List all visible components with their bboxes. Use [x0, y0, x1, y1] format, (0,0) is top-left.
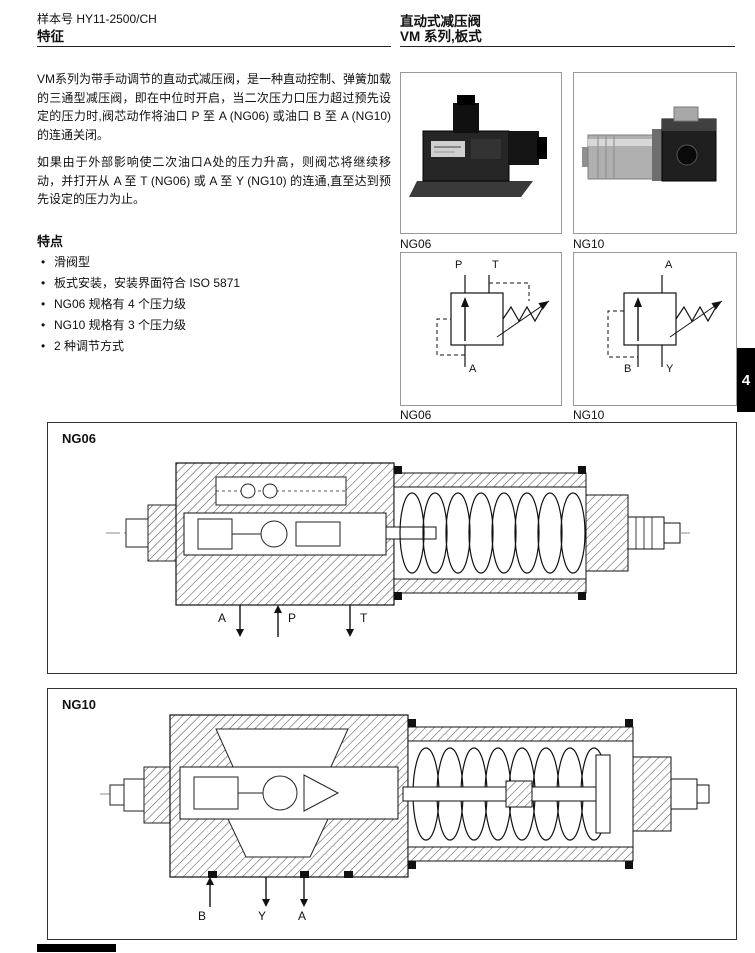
feature-item: 板式安装，安装界面符合 ISO 5871 — [40, 273, 390, 294]
ng06-symbol-port-a: A — [469, 363, 477, 375]
doc-number: 样本号 HY11-2500/CH — [37, 12, 157, 26]
ng06-drawing-label: NG06 — [62, 431, 96, 446]
footer-bar — [37, 944, 116, 952]
intro-text: VM系列为带手动调节的直动式减压阀，是一种直动控制、弹簧加载的三通型减压阀，即在… — [37, 70, 391, 218]
ng06-symbol-caption: NG06 — [400, 408, 432, 422]
feature-item: 2 种调节方式 — [40, 336, 390, 357]
ng10-section-drawing — [100, 714, 710, 907]
page-section-tab: 4 — [737, 348, 755, 412]
ng10-photo — [573, 72, 737, 234]
ng10-symbol-drawing — [607, 275, 723, 367]
ng06-photo-image — [409, 95, 547, 197]
ng06-photo-caption: NG06 — [400, 237, 432, 251]
ng06-symbol-port-p: P — [455, 259, 463, 271]
header-rule-left — [37, 46, 391, 47]
ng10-photo-caption: NG10 — [573, 237, 605, 251]
features-list: 滑阀型 板式安装，安装界面符合 ISO 5871 NG06 规格有 4 个压力级… — [40, 252, 390, 357]
product-title: 直动式减压阀 — [400, 14, 481, 29]
ng06-photo — [400, 72, 562, 234]
ng10-symbol: A B Y — [573, 252, 737, 406]
ng06-section-box: NG06 A P T — [47, 422, 737, 674]
ng06-symbol-drawing — [436, 275, 550, 367]
features-title: 特点 — [37, 234, 64, 249]
intro-paragraph-2: 如果由于外部影响使二次油口A处的压力升高，则阀芯将继续移动，并打开从 A 至 T… — [37, 155, 391, 206]
ng06-symbol-port-t: T — [492, 259, 499, 271]
ng10-symbol-port-a: A — [665, 259, 673, 271]
ng10-section-box: NG10 B Y A — [47, 688, 737, 940]
product-series: VM 系列,板式 — [400, 29, 482, 44]
ng06-port-p-label: P — [288, 611, 297, 625]
feature-item: NG10 规格有 3 个压力级 — [40, 315, 390, 336]
ng10-symbol-port-b: B — [624, 363, 632, 375]
ng10-port-b-label: B — [198, 909, 207, 923]
feature-item: 滑阀型 — [40, 252, 390, 273]
ng10-symbol-caption: NG10 — [573, 408, 605, 422]
ng06-symbol: P T A — [400, 252, 562, 406]
intro-paragraph-1: VM系列为带手动调节的直动式减压阀，是一种直动控制、弹簧加载的三通型减压阀，即在… — [37, 72, 392, 142]
ng10-port-y-label: Y — [258, 909, 267, 923]
ng10-drawing-label: NG10 — [62, 697, 96, 712]
ng10-port-a-label: A — [298, 909, 307, 923]
ng06-port-a-label: A — [218, 611, 227, 625]
ng06-section-drawing — [106, 462, 690, 637]
ng06-port-t-label: T — [360, 611, 368, 625]
feature-item: NG06 规格有 4 个压力级 — [40, 294, 390, 315]
header-rule-right — [400, 46, 735, 47]
ng10-photo-image — [582, 106, 717, 182]
page-section-title: 特征 — [37, 29, 64, 44]
ng10-symbol-port-y: Y — [666, 363, 674, 375]
